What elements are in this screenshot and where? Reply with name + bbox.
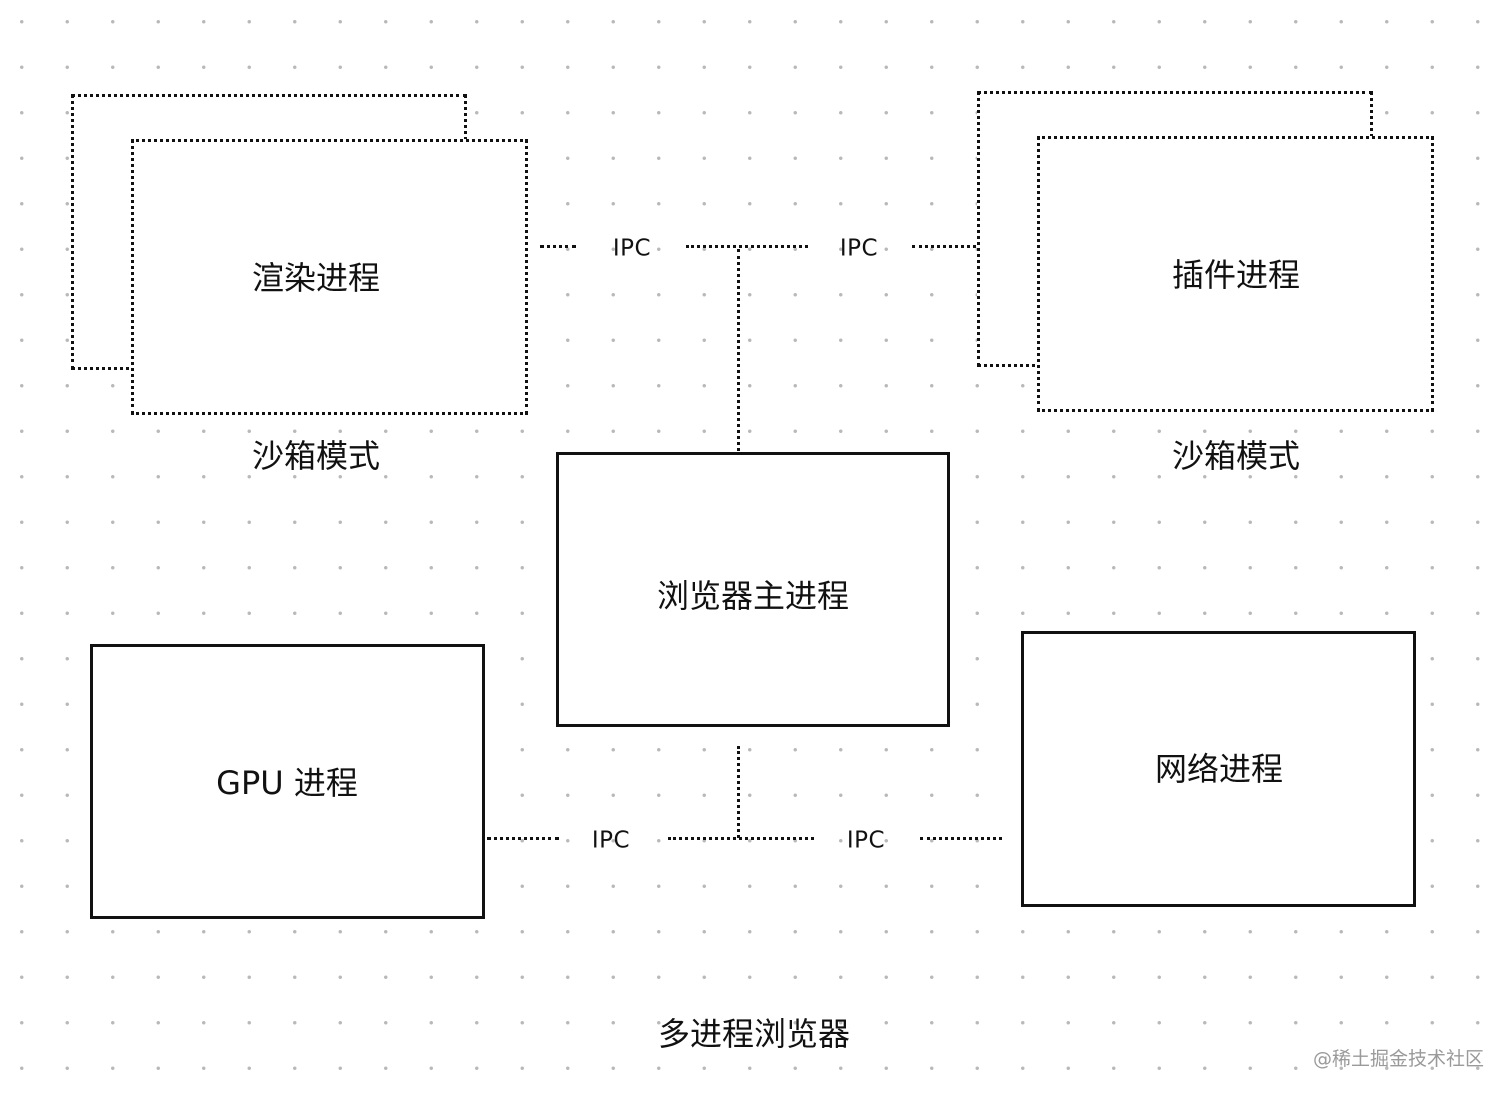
- plugin-process-box: [1037, 136, 1434, 412]
- render-ipc-line-left: [540, 245, 576, 248]
- top-ipc-line-middle: [686, 245, 808, 248]
- network-process-label: 网络进程: [1154, 750, 1284, 788]
- render-sandbox-caption: 沙箱模式: [251, 437, 381, 475]
- bottom-ipc-line-middle: [668, 837, 814, 840]
- network-ipc-label: IPC: [846, 827, 886, 854]
- gpu-process-label: GPU 进程: [216, 764, 358, 802]
- bottom-ipc-trunk-line: [737, 746, 740, 838]
- render-ipc-label: IPC: [612, 235, 652, 262]
- diagram-title: 多进程浏览器: [657, 1015, 851, 1053]
- render-process-box: [131, 139, 528, 415]
- plugin-ipc-line-right: [912, 245, 976, 248]
- gpu-process-box: [90, 644, 485, 919]
- top-ipc-trunk-line: [737, 249, 740, 451]
- network-ipc-line-right: [920, 837, 1002, 840]
- plugin-process-label: 插件进程: [1171, 256, 1301, 294]
- gpu-ipc-line-left: [487, 837, 559, 840]
- render-process-label: 渲染进程: [251, 259, 381, 297]
- watermark-text: @稀土掘金技术社区: [1312, 1048, 1484, 1070]
- plugin-sandbox-caption: 沙箱模式: [1171, 437, 1301, 475]
- network-process-box: [1021, 631, 1416, 907]
- plugin-ipc-label: IPC: [839, 235, 879, 262]
- browser-main-process-label: 浏览器主进程: [656, 577, 850, 615]
- gpu-ipc-label: IPC: [591, 827, 631, 854]
- browser-main-process-box: [556, 452, 950, 727]
